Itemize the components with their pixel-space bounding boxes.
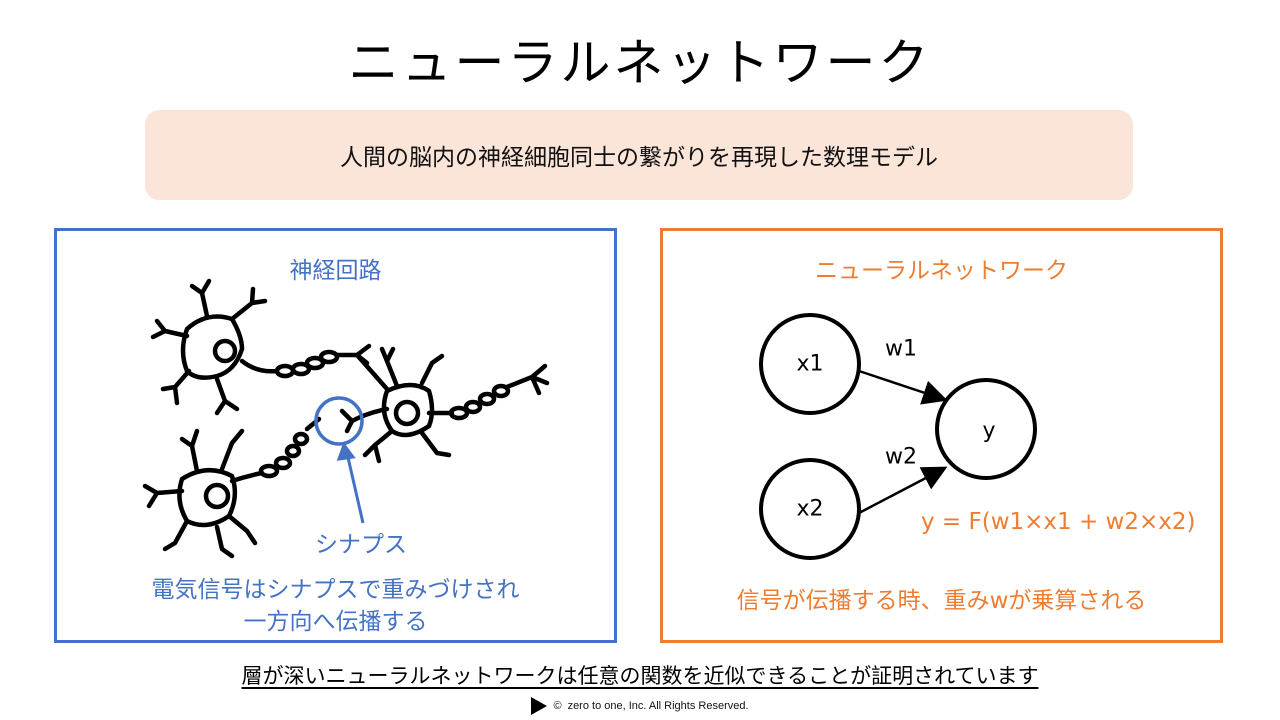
weight-w2-label: w2 (885, 444, 917, 470)
network-diagram (759, 313, 1037, 560)
page-title: ニューラルネットワーク (348, 34, 932, 92)
caption-line-1: 電気信号はシナプスで重みづけされ (151, 577, 520, 603)
neural-circuit-title: 神経回路 (289, 258, 382, 284)
neural-network-caption: 信号が伝播する時、重みwが乗算される (736, 588, 1147, 614)
copyright: © zero to one, Inc. All Rights Reserved. (0, 697, 1280, 715)
node-x2-label: x2 (796, 496, 824, 522)
edge-w1 (858, 369, 948, 405)
synapse-label: シナプス (315, 532, 407, 558)
neural-circuit-caption: 電気信号はシナプスで重みづけされ 一方向へ伝播する (57, 574, 614, 638)
node-y (935, 378, 1037, 480)
play-logo-icon (531, 697, 548, 715)
activation-formula: y = F(w1×x1 + w2×x2) (921, 509, 1196, 535)
caption-line-2: 一方向へ伝播する (243, 609, 428, 635)
footnote: 層が深いニューラルネットワークは任意の関数を近似できることが証明されています (0, 660, 1280, 690)
weight-w1-label: w1 (885, 336, 917, 362)
neural-network-title: ニューラルネットワーク (815, 258, 1068, 284)
node-x1-label: x1 (796, 351, 824, 377)
node-x2 (759, 458, 861, 560)
edge-w2 (858, 466, 948, 515)
neural-circuit-panel: 神経回路 (54, 228, 617, 643)
copyright-text: zero to one, Inc. All Rights Reserved. (567, 700, 749, 712)
synapse-highlight-circle (314, 396, 364, 446)
definition-text: 人間の脳内の神経細胞同士の繋がりを再現した数理モデル (340, 145, 938, 171)
neuron-illustration (142, 278, 550, 559)
neural-network-panel: ニューラルネットワーク x1 x2 y w1 w2 y = F(w1×x1 + … (660, 228, 1223, 643)
node-y-label: y (982, 418, 996, 444)
copyright-symbol: © (553, 700, 562, 712)
footnote-text: 層が深いニューラルネットワークは任意の関数を近似できることが証明されています (241, 664, 1039, 688)
node-x1 (759, 313, 861, 415)
definition-banner: 人間の脳内の神経細胞同士の繋がりを再現した数理モデル (145, 110, 1133, 200)
synapse-arrow-icon (336, 441, 365, 524)
